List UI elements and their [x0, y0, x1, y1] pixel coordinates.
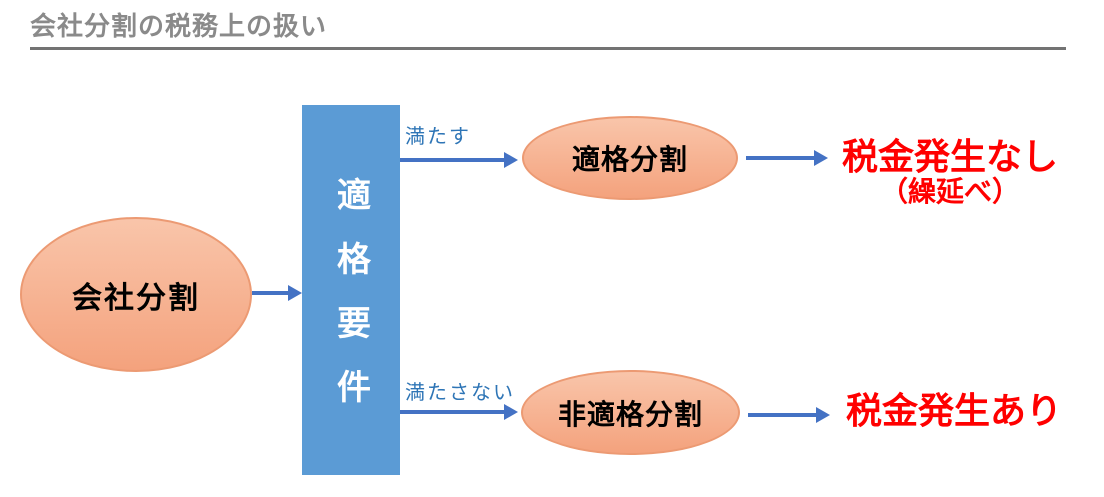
- arrow-shaft: [746, 156, 817, 160]
- arrow-condition-to-qualified: [400, 152, 518, 168]
- node-qualification-requirements-label: 適格要件: [331, 177, 370, 433]
- result-no-tax: 税金発生なし （繰延べ）: [822, 136, 1078, 208]
- arrow-shaft: [400, 410, 507, 414]
- node-qualification-requirements: 適格要件: [302, 105, 400, 475]
- arrow-head-icon: [288, 285, 302, 301]
- arrow-shaft: [252, 291, 291, 295]
- arrow-condition-to-nonqualified: [400, 404, 518, 420]
- arrow-source-to-condition: [252, 285, 302, 301]
- node-qualified-split: 適格分割: [522, 116, 738, 200]
- node-qualified-split-label: 適格分割: [571, 144, 688, 175]
- arrow-head-icon: [816, 407, 830, 423]
- arrow-shaft: [400, 158, 507, 162]
- result-no-tax-text: 税金発生なし: [841, 136, 1058, 177]
- result-tax: 税金発生あり: [826, 390, 1082, 431]
- page-title: 会社分割の税務上の扱い: [30, 11, 328, 41]
- result-no-tax-note: （繰延べ）: [879, 176, 1020, 208]
- title-divider: [30, 47, 1066, 50]
- arrow-qualified-to-result: [746, 150, 828, 166]
- node-company-split-label: 会社分割: [72, 281, 200, 315]
- node-nonqualified-split: 非適格分割: [521, 370, 740, 455]
- node-company-split: 会社分割: [20, 217, 252, 372]
- arrow-nonqualified-to-result: [748, 407, 830, 423]
- node-nonqualified-split-label: 非適格分割: [557, 398, 703, 430]
- arrow-head-icon: [504, 404, 518, 420]
- arrow-head-icon: [504, 152, 518, 168]
- result-tax-text: 税金発生あり: [845, 390, 1062, 431]
- arrow-shaft: [748, 413, 819, 417]
- arrow-head-icon: [814, 150, 828, 166]
- branch-label-not-satisfied: 満たさない: [405, 382, 515, 404]
- branch-label-satisfied: 満たす: [405, 126, 471, 148]
